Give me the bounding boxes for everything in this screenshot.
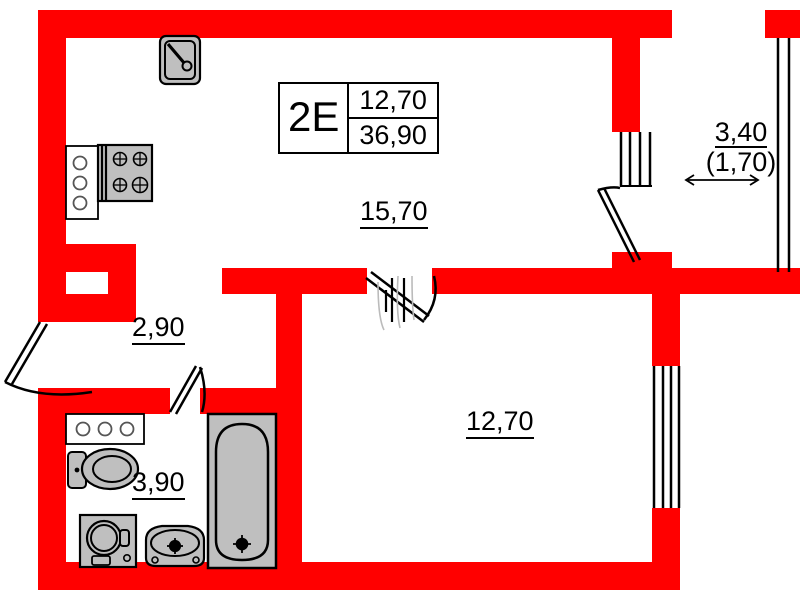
wall-right-bedroom-lower (652, 508, 680, 590)
bathroom-area-value: 3,90 (132, 467, 185, 500)
bathroom-door (168, 365, 206, 415)
bedroom-area-value: 12,70 (466, 406, 534, 439)
wall-living-bottom-right (432, 268, 624, 294)
balcony-dimension-arrow (684, 174, 760, 186)
apartment-type: 2E (288, 92, 340, 140)
wall-right-living (612, 10, 640, 132)
bathroom-shelf (65, 413, 145, 445)
hallway-area-label: 2,90 (132, 312, 185, 345)
counter-unit (65, 145, 99, 220)
kitchen-living-room-area-label: 15,70 (360, 196, 428, 229)
wall-top-right-edge (765, 10, 800, 38)
wall-top-main (38, 10, 640, 38)
wall-hall-left-stub (38, 294, 136, 322)
bedroom-area-label: 12,70 (466, 406, 534, 439)
wall-bathroom-top (38, 388, 170, 414)
hallway-area-value: 2,90 (132, 312, 185, 345)
wall-left-upper (38, 10, 66, 272)
wall-top-balcony (640, 10, 672, 38)
apartment-areas: 12,70 36,90 (347, 84, 437, 152)
living-room-double-door (365, 271, 437, 331)
apartment-title-box: 2E 12,70 36,90 (278, 82, 439, 154)
toilet (67, 447, 140, 491)
walls-group (38, 10, 800, 590)
balcony-area-label: 3,40 (1,70) (686, 118, 796, 177)
entrance-door (3, 321, 93, 396)
total-area-value: 36,90 (349, 117, 437, 152)
balcony-door-window (619, 132, 652, 187)
bathtub (206, 412, 278, 570)
living-area-value: 12,70 (359, 85, 427, 115)
wall-bedroom-left (276, 268, 302, 568)
balcony-railing (776, 38, 791, 272)
washing-machine (78, 513, 138, 569)
wall-left-lower (38, 400, 66, 590)
wall-balcony-left-lower (612, 252, 672, 294)
wall-bottom-main (38, 562, 680, 590)
bedroom-window (652, 366, 681, 508)
bathroom-area-label: 3,90 (132, 467, 185, 500)
balcony-door (596, 186, 642, 263)
bathroom-sink (144, 524, 206, 568)
cooktop-stove (96, 143, 154, 203)
kitchen-sink (158, 34, 202, 86)
kitchen-living-room-area-value: 15,70 (360, 196, 428, 229)
wall-bathroom-top-right (200, 388, 278, 414)
balcony-area-value: 3,40 (714, 117, 768, 149)
wall-kitchen-pillar (108, 244, 136, 294)
balcony-reduced-area-value: (1,70) (705, 147, 777, 178)
